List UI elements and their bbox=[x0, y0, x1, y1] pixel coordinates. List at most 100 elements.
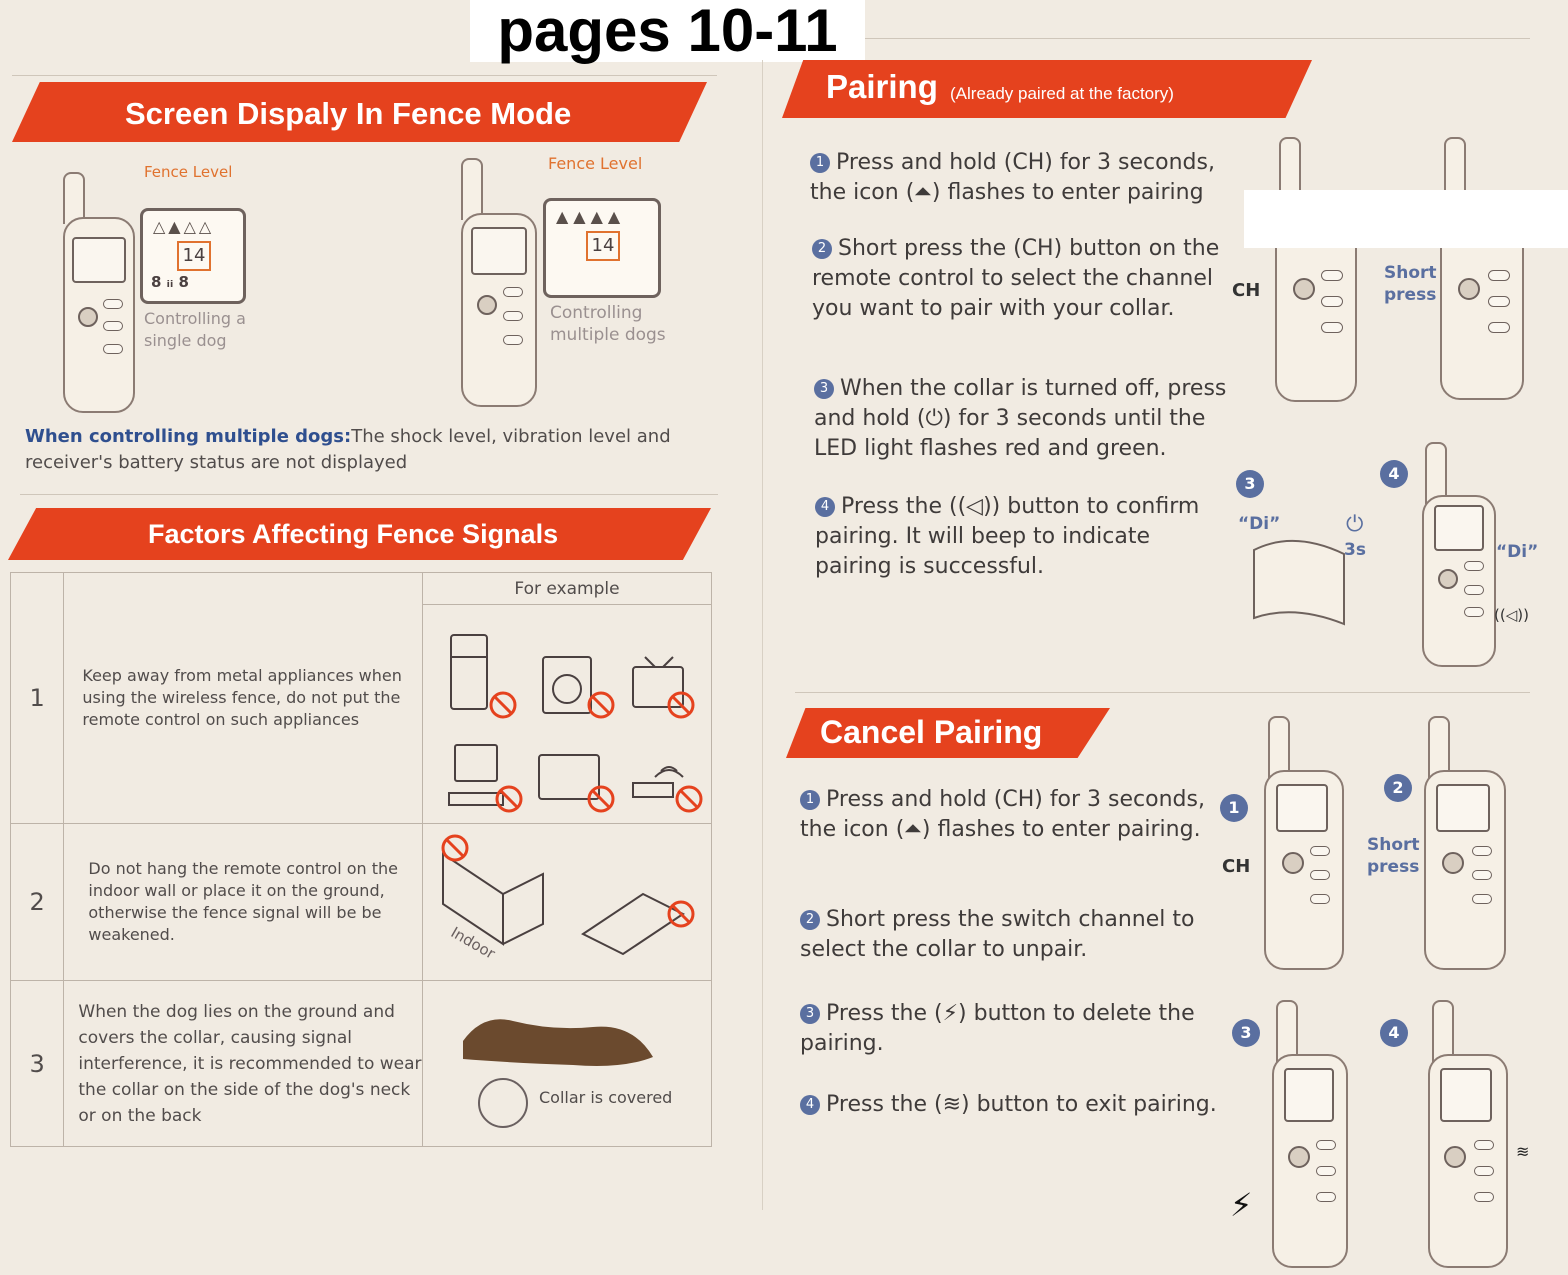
remote-button bbox=[503, 311, 523, 321]
example-dog: Collar is covered bbox=[422, 980, 712, 1147]
step-number: 4 bbox=[815, 497, 835, 517]
remote-knob bbox=[78, 307, 98, 327]
step-number: 4 bbox=[800, 1095, 820, 1115]
remote-lcd bbox=[1440, 1068, 1492, 1122]
step-text: Short press the (CH) button on the remot… bbox=[812, 236, 1220, 321]
remote-lcd bbox=[1434, 505, 1484, 551]
di-label-collar: “Di” bbox=[1238, 514, 1281, 534]
remote-antenna bbox=[1428, 716, 1450, 778]
cancel-pairing-title: Cancel Pairing bbox=[820, 714, 1043, 750]
short-press-label: Short press bbox=[1384, 263, 1437, 305]
remote-antenna bbox=[1444, 137, 1466, 199]
remote-button bbox=[503, 335, 523, 345]
fence-mode-banner: Screen Dispaly In Fence Mode bbox=[12, 82, 707, 142]
cancel-marker-4: 4 bbox=[1380, 1019, 1408, 1047]
remote-knob bbox=[1293, 278, 1315, 300]
factor-text-3: When the dog lies on the ground and cove… bbox=[63, 980, 423, 1147]
remote-button bbox=[503, 287, 523, 297]
remote-button bbox=[1472, 870, 1492, 880]
step-number: 1 bbox=[810, 153, 830, 173]
remote-lcd bbox=[1276, 784, 1328, 832]
remote-button bbox=[1474, 1140, 1494, 1150]
remote-button bbox=[1310, 846, 1330, 856]
mid-rule-left bbox=[20, 494, 718, 495]
remote-single-dog bbox=[63, 217, 135, 413]
remote-button bbox=[1488, 296, 1510, 307]
step-text: Press the (≋) button to exit pairing. bbox=[826, 1092, 1217, 1117]
factor-text-2: Do not hang the remote control on the in… bbox=[63, 823, 423, 981]
remote-knob bbox=[1442, 852, 1464, 874]
fence-level-label-multi: Fence Level bbox=[548, 154, 643, 173]
top-rule-right bbox=[865, 38, 1530, 39]
step-number: 2 bbox=[812, 239, 832, 259]
dog-icons: ▲▲▲▲ bbox=[556, 207, 626, 226]
step-text: Short press the switch channel to select… bbox=[800, 907, 1195, 962]
factors-banner: Factors Affecting Fence Signals bbox=[8, 508, 711, 560]
cancel-step-4: 4 Press the (≋) button to exit pairing. bbox=[800, 1090, 1245, 1120]
lcd-zoom-multi: ▲▲▲▲ 14 bbox=[543, 198, 661, 298]
remote-button bbox=[1316, 1192, 1336, 1202]
remote-lcd bbox=[1436, 784, 1490, 832]
remote-knob bbox=[1282, 852, 1304, 874]
mid-rule-right bbox=[795, 692, 1530, 693]
remote-button bbox=[1472, 846, 1492, 856]
remote-lcd bbox=[1284, 1068, 1334, 1122]
power-icon: ⏻ bbox=[1346, 512, 1364, 537]
remote-button bbox=[103, 321, 123, 331]
cancel-remote-3 bbox=[1272, 1054, 1348, 1268]
example-appliances bbox=[422, 604, 712, 824]
remote-antenna bbox=[1276, 1000, 1298, 1062]
remote-knob bbox=[1444, 1146, 1466, 1168]
collar-covered-label: Collar is covered bbox=[539, 1088, 673, 1107]
cancel-marker-1: 1 bbox=[1220, 794, 1248, 822]
fence-level-label-single: Fence Level bbox=[144, 163, 233, 181]
row-number: 1 bbox=[9, 572, 65, 824]
page-gutter bbox=[762, 60, 763, 1210]
pairing-remote-3 bbox=[1422, 495, 1496, 667]
row-number: 2 bbox=[9, 823, 65, 981]
remote-antenna bbox=[1432, 1000, 1454, 1062]
remote-antenna bbox=[1425, 442, 1447, 504]
remote-antenna bbox=[1268, 716, 1290, 778]
step-text: When the collar is turned off, press and… bbox=[814, 376, 1227, 461]
factors-title: Factors Affecting Fence Signals bbox=[148, 519, 559, 549]
remote-lcd bbox=[471, 227, 527, 275]
remote-button bbox=[1316, 1140, 1336, 1150]
top-rule-left bbox=[12, 75, 717, 76]
example-wall: Indoor bbox=[422, 823, 712, 981]
multi-dog-caption: Controlling multiple dogs bbox=[550, 303, 666, 345]
remote-button bbox=[1472, 894, 1492, 904]
lcd-segments: 8 ᵢᵢ 8 bbox=[151, 273, 189, 291]
di-label-remote: “Di” bbox=[1496, 542, 1539, 562]
step-text: Press and hold (CH) for 3 seconds, the i… bbox=[800, 787, 1205, 842]
remote-button bbox=[1321, 322, 1343, 333]
remote-button bbox=[103, 299, 123, 309]
single-dog-caption: Controlling a single dog bbox=[144, 309, 246, 350]
example-header: For example bbox=[422, 572, 712, 605]
cancel-marker-2: 2 bbox=[1384, 774, 1412, 802]
cancel-marker-3: 3 bbox=[1232, 1019, 1260, 1047]
step-4-marker: 4 bbox=[1380, 460, 1408, 488]
multi-dog-note-text: The shock level, vibration level and rec… bbox=[25, 426, 671, 473]
remote-button bbox=[1310, 894, 1330, 904]
bolt-icon: ⚡ bbox=[1230, 1186, 1253, 1224]
pairing-subtitle: (Already paired at the factory) bbox=[950, 84, 1174, 103]
sound-icon: ((◁)) bbox=[1494, 606, 1529, 624]
pairing-title: Pairing bbox=[826, 68, 938, 105]
lying-dog-illustration bbox=[463, 1019, 653, 1128]
short-press-label: Short press bbox=[1367, 835, 1420, 877]
remote-button bbox=[1321, 270, 1343, 281]
cancel-pairing-banner: Cancel Pairing bbox=[786, 708, 1110, 758]
step-text: Press the ((◁)) button to confirm pairin… bbox=[815, 494, 1200, 579]
remote-multi-dog bbox=[461, 213, 537, 407]
remote-button bbox=[1474, 1166, 1494, 1176]
remote-button bbox=[1310, 870, 1330, 880]
remote-knob bbox=[477, 295, 497, 315]
step-text: Press and hold (CH) for 3 seconds, the i… bbox=[810, 150, 1215, 205]
dog-icons: △▲△△ bbox=[153, 217, 215, 236]
